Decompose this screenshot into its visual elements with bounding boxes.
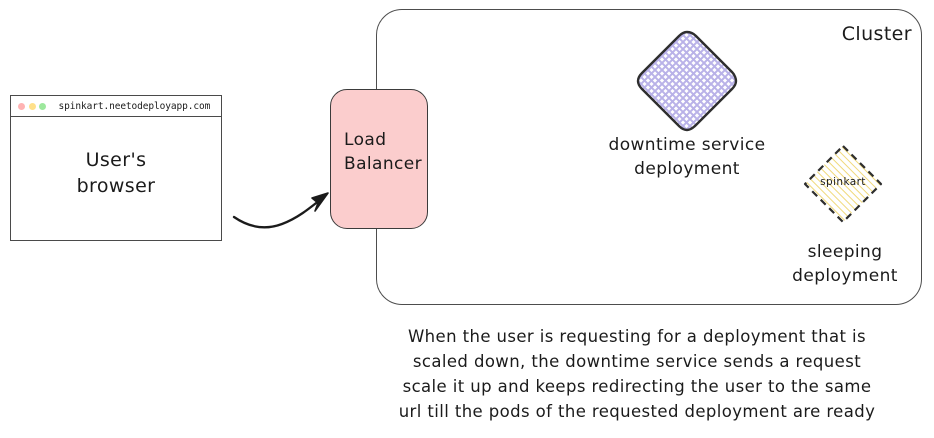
browser-url-text[interactable]: spinkart.neetodeployapp.com — [58, 100, 211, 112]
load-balancer-label-line-1: Load — [344, 130, 387, 150]
close-dot[interactable] — [18, 102, 25, 110]
browser-label-line-1: User's — [85, 149, 147, 171]
browser-viewport: User's browser — [11, 117, 221, 240]
minimize-dot[interactable] — [28, 102, 36, 110]
browser-window: spinkart.neetodeployapp.com User's brows… — [10, 95, 222, 241]
sleeping-deployment-label: sleeping deployment — [786, 240, 904, 288]
load-balancer-label-line-2: Balancer — [344, 154, 422, 175]
caption-line-4: url till the pods of the requested deplo… — [398, 402, 876, 422]
diagram-caption: When the user is requesting for a deploy… — [340, 324, 934, 424]
sleeping-label-line-2: deployment — [792, 266, 898, 287]
maximize-dot[interactable] — [39, 102, 46, 110]
cluster-label: Cluster — [841, 23, 912, 45]
sleeping-deployment-node — [803, 144, 883, 224]
downtime-service-deployment-label: downtime service deployment — [596, 133, 778, 181]
load-balancer-node: Load Balancer — [330, 89, 428, 229]
browser-titlebar: spinkart.neetodeployapp.com — [11, 96, 221, 117]
downtime-service-deployment-node — [636, 30, 738, 132]
browser-content-label: User's browser — [11, 147, 221, 199]
caption-line-1: When the user is requesting for a deploy… — [407, 327, 867, 346]
browser-label-line-2: browser — [76, 175, 156, 198]
caption-line-3: scale it up and keeps redirecting the us… — [402, 377, 872, 397]
caption-line-2: scaled down, the downtime service sends … — [412, 352, 862, 372]
browser-to-load-balancer-arrow — [232, 192, 329, 229]
sleeping-deployment-inner-label: spinkart — [820, 176, 866, 188]
load-balancer-label: Load Balancer — [344, 128, 422, 176]
sleeping-label-line-1: sleeping — [807, 242, 883, 262]
downtime-label-line-2: deployment — [634, 159, 740, 180]
downtime-label-line-1: downtime service — [608, 135, 766, 155]
